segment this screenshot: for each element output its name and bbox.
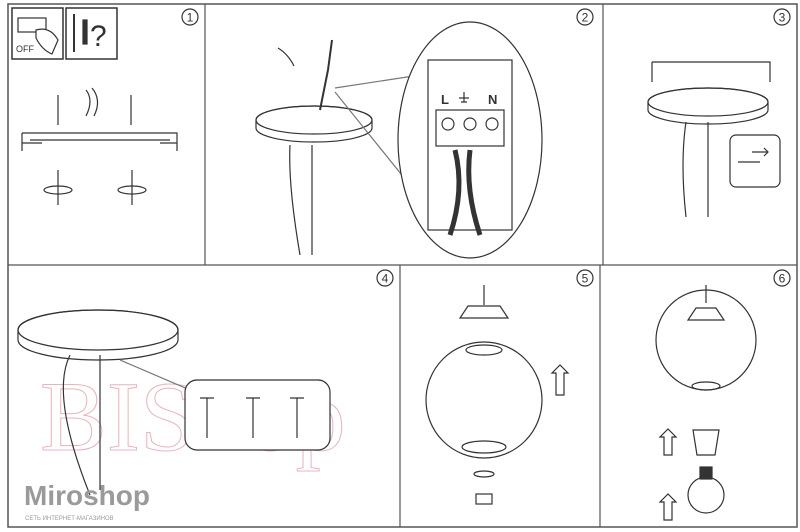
mounting-bracket xyxy=(21,132,178,151)
terminal-block xyxy=(427,59,513,231)
cable xyxy=(682,121,709,218)
clamp-steps xyxy=(200,397,304,438)
tools-question-icon xyxy=(65,7,118,60)
screw-detail xyxy=(729,134,781,188)
step-number-text: 1 xyxy=(187,11,194,25)
light-bulb-icon xyxy=(687,476,725,514)
step-number-text: 4 xyxy=(382,272,389,286)
terminal-block-zoom xyxy=(397,21,543,259)
up-arrow-icon xyxy=(658,428,678,456)
screwdriver-icon xyxy=(277,47,295,67)
lamp-holder xyxy=(458,285,510,319)
step-5-panel xyxy=(425,285,570,505)
lamp-holder xyxy=(686,285,726,321)
nut xyxy=(475,493,493,505)
arrow-icon xyxy=(738,147,769,163)
shade-ring xyxy=(692,429,720,456)
power-off-icon xyxy=(11,7,64,60)
bracket xyxy=(651,61,771,82)
step-4-panel xyxy=(17,309,331,496)
hand-icon xyxy=(35,28,59,55)
ceiling-canopy xyxy=(255,105,373,143)
step-number-4: 4 xyxy=(376,269,394,287)
step-3-panel xyxy=(647,61,781,218)
logo-tagline: СЕТЬ ИНТЕРНЕТ-МАГАЗИНОВ xyxy=(25,516,114,522)
wires xyxy=(447,149,483,236)
step-number-1: 1 xyxy=(181,8,199,26)
dowel-icon xyxy=(82,19,88,45)
step-number-text: 3 xyxy=(779,11,786,25)
step-number-text: 6 xyxy=(779,272,786,286)
step-number-text: 2 xyxy=(582,11,589,25)
question-mark: ? xyxy=(90,20,107,53)
pliers-icon xyxy=(85,87,99,117)
step-1-panel: OFF ? xyxy=(11,7,178,205)
logo-name: Miroshop xyxy=(24,480,150,511)
step-number-5: 5 xyxy=(576,269,594,287)
breaker-icon xyxy=(17,17,47,33)
up-arrow-icon xyxy=(658,493,678,521)
off-label: OFF xyxy=(16,44,34,54)
cable xyxy=(62,354,101,496)
step-6-panel xyxy=(655,285,757,521)
step-number-3: 3 xyxy=(773,8,791,26)
glass-globe xyxy=(655,289,757,391)
canopy xyxy=(17,309,179,361)
up-arrow-icon xyxy=(550,364,570,396)
cable xyxy=(289,144,313,256)
ring xyxy=(473,470,495,478)
terminal-l-label: L xyxy=(441,92,449,107)
terminal-n-label: N xyxy=(488,92,497,107)
step-number-2: 2 xyxy=(576,8,594,26)
mains-wire xyxy=(319,39,333,111)
step-number-text: 5 xyxy=(582,272,589,286)
ground-icon xyxy=(459,92,469,103)
step-2-panel: L N xyxy=(255,21,543,259)
step-number-6: 6 xyxy=(773,269,791,287)
canopy xyxy=(647,87,769,125)
glass-globe xyxy=(425,341,543,459)
